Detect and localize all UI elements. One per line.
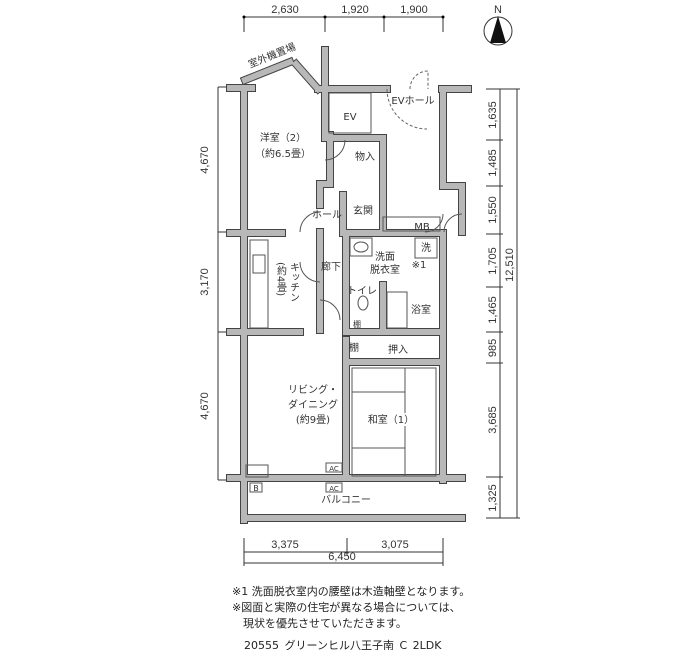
label-mb: MB xyxy=(414,222,430,233)
label-storage: 物入 xyxy=(355,150,375,163)
label-ev-hall: EVホール xyxy=(391,95,434,107)
elevator-shaft xyxy=(328,92,372,134)
sink-icon xyxy=(349,237,373,257)
label-shelf: 棚 xyxy=(349,341,359,354)
label-washroom-2: 脱衣室 xyxy=(370,263,400,276)
compass-label: N xyxy=(494,4,502,16)
dim-right-5: 1,465 xyxy=(487,296,499,324)
dim-right-7: 3,685 xyxy=(487,406,499,434)
dim-right-8: 1,325 xyxy=(487,484,499,512)
toilet-icon xyxy=(357,295,369,311)
label-corridor: 廊下 xyxy=(321,260,341,273)
note-3: 現状を優先させていただきます。 xyxy=(232,617,407,630)
label-ac-2: AC xyxy=(329,485,339,493)
dim-right-1: 1,635 xyxy=(487,101,499,129)
tatami-room xyxy=(351,367,437,477)
dim-top-3: 1,900 xyxy=(400,4,428,16)
washer-box xyxy=(414,237,438,259)
label-kitchen: キッチン xyxy=(288,262,299,302)
fixtures xyxy=(245,70,463,478)
label-washroom-1: 洗面 xyxy=(375,251,395,263)
label-entrance: 玄関 xyxy=(353,204,373,217)
walls xyxy=(226,46,472,524)
door-swings xyxy=(299,139,463,321)
bathtub-icon xyxy=(386,291,408,329)
dim-right-total: 12,510 xyxy=(504,248,516,282)
stove-icon xyxy=(252,254,266,274)
label-b: B xyxy=(253,484,259,493)
mb-box xyxy=(382,216,441,232)
label-closet: 押入 xyxy=(388,343,408,356)
room-labels: 室外機置場 洋室（2） （約6.5畳） EV EVホール 物入 ホール 玄関 M… xyxy=(246,40,434,506)
label-toilet-shelf: 棚 xyxy=(353,319,361,329)
dim-right-2: 1,485 xyxy=(487,149,499,177)
dim-bottom-total: 6,450 xyxy=(328,551,356,563)
dim-left-3: 4,670 xyxy=(199,392,211,420)
top-dimensions: 2,630 1,920 1,900 xyxy=(242,4,445,32)
label-western-room-2: 洋室（2） xyxy=(260,131,306,144)
right-dimensions: 1,635 1,485 1,550 1,705 1,465 985 3,685 … xyxy=(486,88,520,519)
label-washer: 洗 xyxy=(421,242,431,254)
dim-bottom-1: 3,375 xyxy=(271,539,299,551)
note-1: ※1 洗面脱衣室内の腰壁は木造軸壁となります。 xyxy=(232,585,471,598)
label-balcony: バルコニー xyxy=(321,494,371,506)
left-dimensions: 4,670 3,170 4,670 xyxy=(199,86,232,481)
label-washroom-note: ※1 xyxy=(412,260,427,271)
dim-right-3: 1,550 xyxy=(487,196,499,224)
dim-top-2: 1,920 xyxy=(341,4,369,16)
note-2: ※図面と実際の住宅が異なる場合については、 xyxy=(232,601,461,614)
label-living-size: (約9畳) xyxy=(296,413,330,426)
label-ac-1: AC xyxy=(329,465,339,473)
label-hall: ホール xyxy=(312,209,342,221)
dim-right-4: 1,705 xyxy=(487,247,499,275)
dim-top-1: 2,630 xyxy=(271,4,299,16)
kitchen-counter xyxy=(249,239,269,329)
label-western-room-2-size: （約6.5畳） xyxy=(255,147,311,160)
ev-hall-door xyxy=(386,70,429,130)
label-toilet: トイレ xyxy=(347,286,377,297)
label-ev: EV xyxy=(343,112,356,123)
dim-bottom-2: 3,075 xyxy=(381,539,409,551)
dim-right-6: 985 xyxy=(487,339,499,357)
dim-left-2: 3,170 xyxy=(199,268,211,296)
label-bath: 浴室 xyxy=(411,303,431,316)
label-japanese-room-1: 和室（1） xyxy=(368,413,414,426)
bottom-dimensions: 3,375 3,075 6,450 xyxy=(243,538,444,566)
dim-left-1: 4,670 xyxy=(199,146,211,174)
label-living-1: リビング・ xyxy=(288,383,338,396)
label-kitchen-size: (約4畳) xyxy=(275,262,287,296)
label-living-2: ダイニング xyxy=(288,398,338,411)
plan-id: 20555_グリーンヒル八王子南_C_2LDK xyxy=(244,639,442,650)
north-compass-icon: N xyxy=(483,4,513,46)
